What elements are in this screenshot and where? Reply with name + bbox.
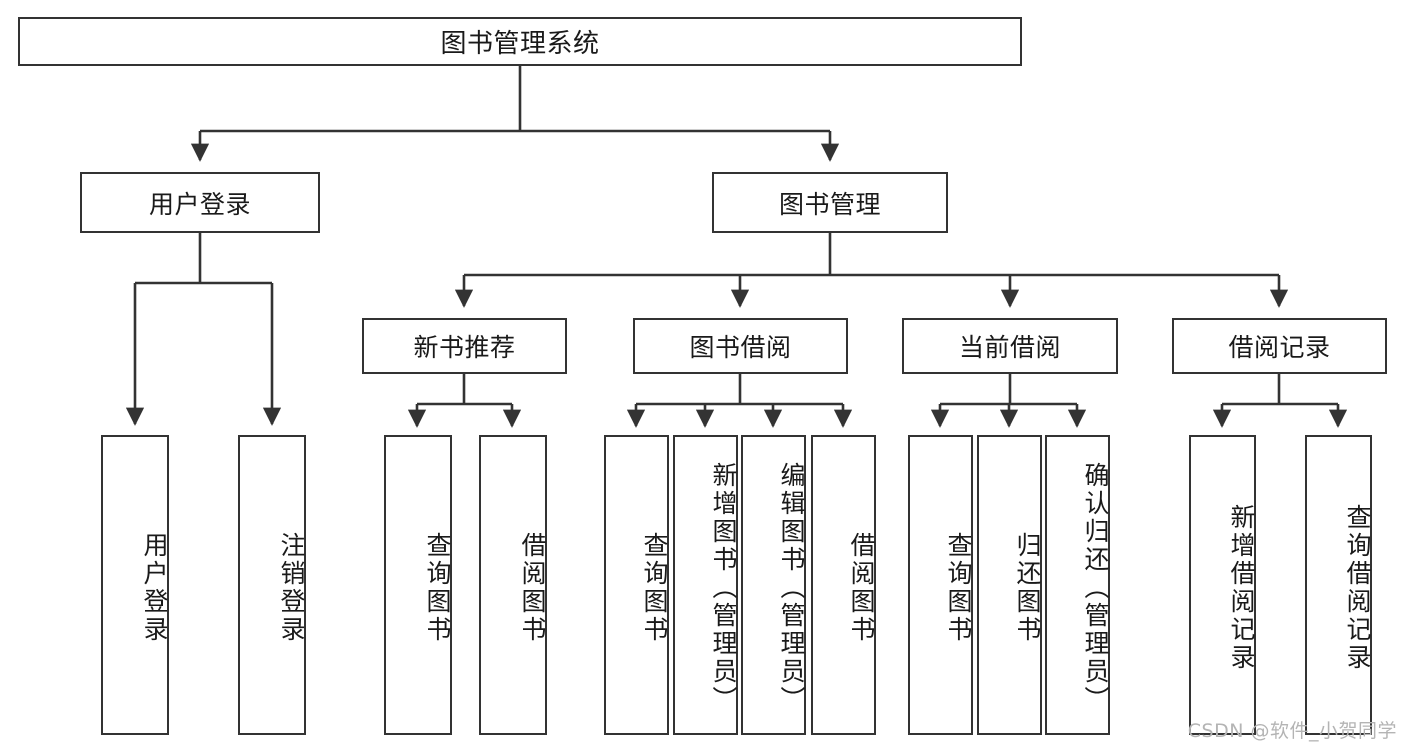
node-label: 新增图书（管理员） <box>709 462 738 714</box>
leaf-borrow-book-recommend[interactable]: 借阅图书 <box>479 435 547 735</box>
leaf-return-book[interactable]: 归还图书 <box>977 435 1042 735</box>
csdn-watermark: CSDN @软件_小贺同学 <box>1187 720 1397 742</box>
node-label: 新增借阅记录 <box>1227 504 1256 672</box>
node-label: 确认归还（管理员） <box>1081 462 1110 714</box>
leaf-borrow-book[interactable]: 借阅图书 <box>811 435 876 735</box>
node-book-borrow[interactable]: 图书借阅 <box>633 318 848 374</box>
node-label: 查询图书 <box>423 532 452 644</box>
node-label: 借阅记录 <box>1228 333 1331 362</box>
node-label: 归还图书 <box>1013 532 1042 644</box>
node-new-book-recommend[interactable]: 新书推荐 <box>362 318 567 374</box>
node-label: 查询借阅记录 <box>1343 504 1372 672</box>
node-root-system[interactable]: 图书管理系统 <box>18 17 1022 66</box>
node-label: 注销登录 <box>277 532 306 644</box>
node-label: 查询图书 <box>640 532 669 644</box>
node-current-borrow[interactable]: 当前借阅 <box>902 318 1118 374</box>
leaf-query-book-recommend[interactable]: 查询图书 <box>384 435 452 735</box>
leaf-add-book-admin[interactable]: 新增图书（管理员） <box>673 435 738 735</box>
node-label: 新书推荐 <box>413 333 516 362</box>
leaf-query-book-current[interactable]: 查询图书 <box>908 435 973 735</box>
node-label: 借阅图书 <box>847 532 876 644</box>
leaf-logout[interactable]: 注销登录 <box>238 435 306 735</box>
node-label: 图书管理 <box>778 189 881 219</box>
leaf-add-borrow-record[interactable]: 新增借阅记录 <box>1189 435 1256 735</box>
leaf-query-borrow-record[interactable]: 查询借阅记录 <box>1305 435 1372 735</box>
node-label: 用户登录 <box>148 189 251 219</box>
node-label: 当前借阅 <box>958 333 1061 362</box>
node-label: 用户登录 <box>140 532 169 644</box>
leaf-query-book[interactable]: 查询图书 <box>604 435 669 735</box>
node-borrow-record[interactable]: 借阅记录 <box>1172 318 1387 374</box>
node-label: 图书借阅 <box>689 333 792 362</box>
node-user-login[interactable]: 用户登录 <box>80 172 320 233</box>
node-label: 编辑图书（管理员） <box>777 462 806 714</box>
leaf-confirm-return-admin[interactable]: 确认归还（管理员） <box>1045 435 1110 735</box>
node-label: 查询图书 <box>944 532 973 644</box>
leaf-edit-book-admin[interactable]: 编辑图书（管理员） <box>741 435 806 735</box>
node-book-management[interactable]: 图书管理 <box>712 172 948 233</box>
node-label: 借阅图书 <box>518 532 547 644</box>
node-label: 图书管理系统 <box>440 29 600 59</box>
leaf-user-login[interactable]: 用户登录 <box>101 435 169 735</box>
